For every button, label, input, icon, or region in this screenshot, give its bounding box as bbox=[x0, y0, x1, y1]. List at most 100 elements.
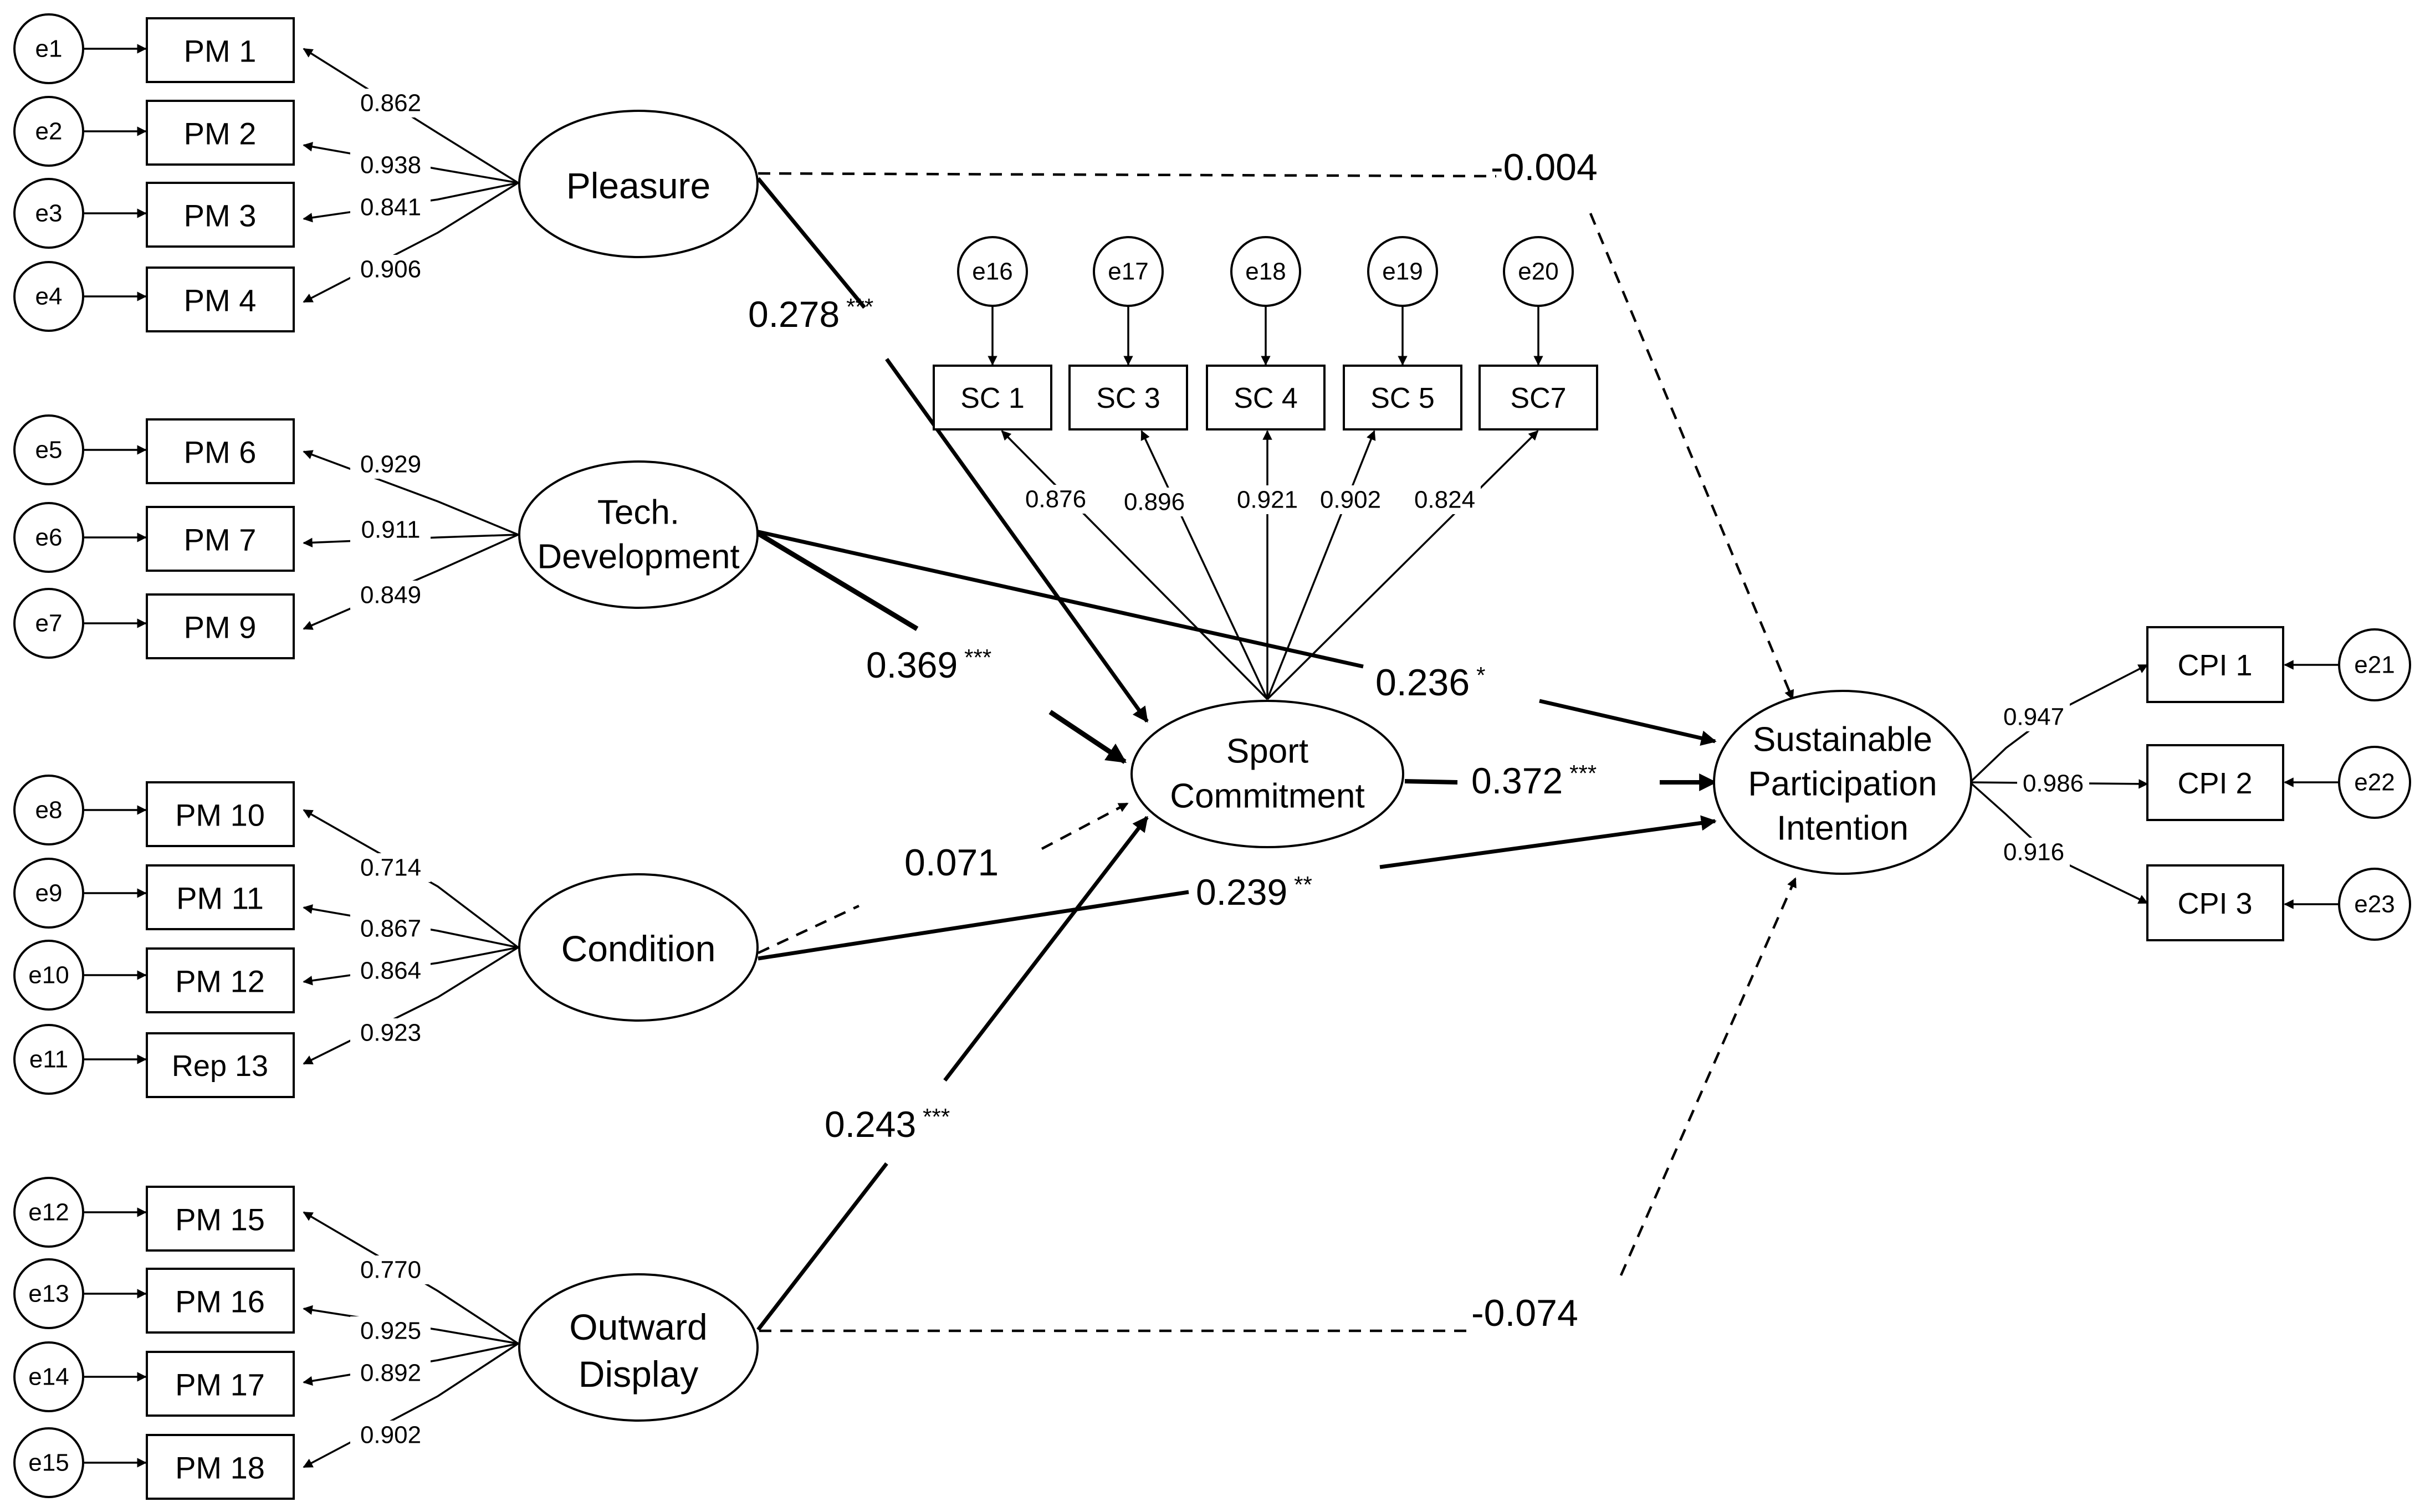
indicator-label: PM 9 bbox=[184, 610, 257, 645]
latent-label-spi-line1: Sustainable bbox=[1753, 721, 1932, 759]
coef-pleasure-sc: 0.278*** bbox=[748, 294, 873, 335]
label-backing bbox=[1314, 485, 1387, 514]
label-backing bbox=[1998, 838, 2070, 867]
error-label: e3 bbox=[35, 200, 63, 227]
label-backing bbox=[350, 151, 431, 180]
error-label: e19 bbox=[1382, 258, 1423, 285]
coef-sig: *** bbox=[846, 294, 873, 320]
error-circle-e11 bbox=[13, 1024, 84, 1095]
error-label: e20 bbox=[1518, 258, 1558, 285]
path-pleasure-spi-seg2 bbox=[1589, 213, 1794, 700]
latent-variables: Pleasure Tech. Development Condition Out… bbox=[518, 110, 1972, 1422]
label-backing bbox=[1118, 488, 1190, 516]
indicator-box-cpi1 bbox=[2146, 626, 2284, 703]
indicator-label: PM 1 bbox=[184, 34, 257, 69]
loading-value: 0.849 bbox=[360, 582, 421, 609]
error-label: e22 bbox=[2354, 769, 2395, 796]
error-label: e9 bbox=[35, 880, 63, 907]
coef-value: 0.278 bbox=[748, 294, 840, 335]
coef-sig: * bbox=[1476, 662, 1485, 688]
indicator-box-pm3 bbox=[146, 182, 295, 248]
loading-arrow bbox=[303, 450, 519, 536]
loading-value: 0.867 bbox=[360, 915, 421, 942]
error-label: e11 bbox=[29, 1046, 68, 1073]
indicator-label: Rep 13 bbox=[172, 1049, 268, 1083]
indicator-box-cpi2 bbox=[2146, 744, 2284, 821]
loading-arrow bbox=[303, 904, 519, 949]
loading-value: 0.929 bbox=[360, 451, 421, 478]
latent-label-spi-line3: Intention bbox=[1777, 809, 1909, 848]
error-label: e18 bbox=[1245, 258, 1286, 285]
loading-arrow bbox=[1266, 430, 1539, 700]
indicator-label: PM 4 bbox=[184, 283, 257, 318]
error-circle-e8 bbox=[13, 775, 84, 845]
error-label: e4 bbox=[35, 283, 63, 310]
error-label: e16 bbox=[972, 258, 1012, 285]
coef-value: 0.372 bbox=[1471, 760, 1563, 801]
label-backing bbox=[1020, 485, 1092, 514]
indicator-label: PM 16 bbox=[175, 1284, 265, 1319]
label-backing bbox=[1230, 485, 1305, 514]
error-circle-e1 bbox=[13, 13, 84, 84]
label-backing bbox=[1998, 703, 2070, 731]
error-circle-e13 bbox=[13, 1258, 84, 1329]
indicator-box-pm10 bbox=[146, 781, 295, 847]
indicator-box-sc3 bbox=[1068, 365, 1188, 430]
loading-arrow bbox=[303, 1342, 519, 1468]
error-circle-e22 bbox=[2338, 746, 2411, 819]
latent-label-spi-line2: Participation bbox=[1748, 765, 1937, 803]
label-backing bbox=[350, 1255, 431, 1284]
loading-arrow bbox=[303, 182, 519, 223]
label-backing bbox=[350, 255, 431, 284]
label-backing bbox=[350, 956, 431, 985]
loading-value: 0.714 bbox=[360, 854, 421, 881]
error-circle-e18 bbox=[1230, 236, 1301, 307]
error-circle-e2 bbox=[13, 96, 84, 167]
loading-arrow bbox=[1001, 430, 1268, 700]
path-coefficients: -0.004 0.278*** 0.369*** 0.236* 0.372***… bbox=[748, 146, 1598, 1334]
error-label: e21 bbox=[2354, 652, 2395, 679]
path-condition-spi-seg1 bbox=[758, 890, 1189, 961]
indicator-label: PM 3 bbox=[184, 198, 257, 233]
error-circle-e12 bbox=[13, 1177, 84, 1248]
path-condition-sc-seg1 bbox=[758, 904, 860, 955]
latent-label-outward-line1: Outward bbox=[569, 1306, 707, 1347]
label-backing bbox=[350, 581, 431, 609]
indicator-label: SC 3 bbox=[1096, 382, 1160, 414]
path-condition-sc-seg2 bbox=[1041, 802, 1129, 850]
latent-condition bbox=[518, 873, 759, 1022]
label-backing bbox=[350, 89, 431, 117]
path-tech-spi-seg2 bbox=[1539, 699, 1717, 746]
condition-measurement-model: e8 e9 e10 e11 PM 10 PM 11 PM 12 Rep 13 0… bbox=[13, 775, 519, 1098]
indicator-label: PM 18 bbox=[175, 1451, 265, 1485]
error-label: e10 bbox=[28, 962, 69, 989]
loading-value: 0.824 bbox=[1414, 486, 1475, 514]
loading-arrow bbox=[1969, 781, 2148, 904]
loading-arrow bbox=[303, 534, 519, 630]
error-circle-e9 bbox=[13, 858, 84, 929]
latent-sport-commitment bbox=[1130, 700, 1404, 848]
indicator-box-pm7 bbox=[146, 506, 295, 572]
loading-value: 0.916 bbox=[2003, 839, 2064, 866]
loading-arrow bbox=[303, 182, 519, 303]
coef-condition-spi: 0.239** bbox=[1196, 872, 1312, 913]
indicator-label: SC 5 bbox=[1370, 382, 1435, 414]
loading-value: 0.892 bbox=[360, 1360, 421, 1387]
indicator-box-pm16 bbox=[146, 1268, 295, 1334]
loading-value: 0.864 bbox=[360, 957, 421, 985]
path-outward-spi-seg2 bbox=[1619, 877, 1797, 1276]
coef-tech-sc: 0.369*** bbox=[866, 644, 991, 685]
error-label: e13 bbox=[28, 1280, 69, 1308]
indicator-box-sc1 bbox=[933, 365, 1052, 430]
indicator-box-pm9 bbox=[146, 593, 295, 659]
error-circle-e23 bbox=[2338, 868, 2411, 941]
indicator-box-sc4 bbox=[1206, 365, 1326, 430]
coef-value: 0.239 bbox=[1196, 872, 1287, 913]
loading-value: 0.862 bbox=[360, 90, 421, 117]
error-circle-e15 bbox=[13, 1427, 84, 1498]
error-circle-e17 bbox=[1093, 236, 1164, 307]
coef-value: 0.243 bbox=[825, 1104, 916, 1145]
error-circle-e5 bbox=[13, 414, 84, 485]
error-circle-e20 bbox=[1503, 236, 1574, 307]
coef-tech-spi: 0.236* bbox=[1375, 662, 1486, 704]
